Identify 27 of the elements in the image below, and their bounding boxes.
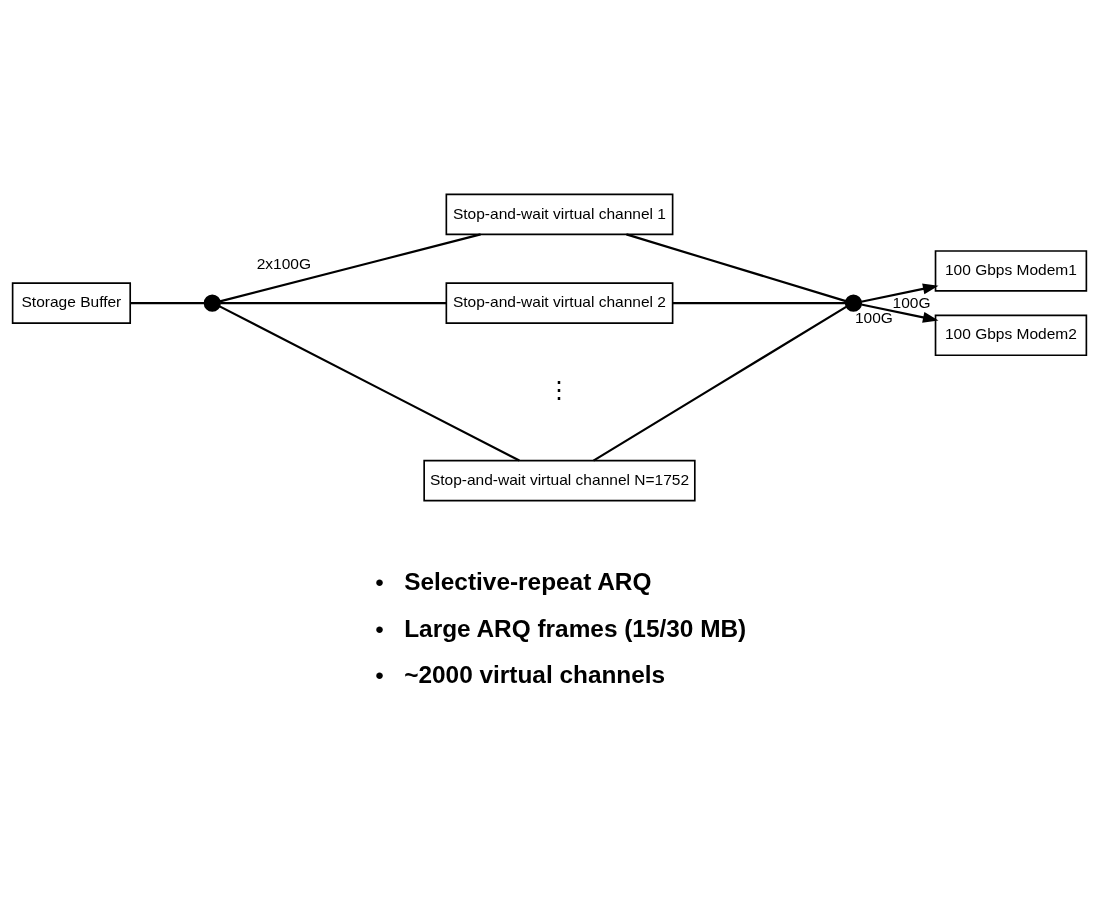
node-circle [844,294,863,312]
node-box: 100 Gbps Modem1 [934,249,1088,292]
connector [592,305,847,462]
arrow [861,283,939,303]
connector [626,232,847,302]
label: • [375,568,384,596]
node-box: Stop-and-wait virtual channel 2 [445,281,674,324]
node-box: Stop-and-wait virtual channel 1 [445,193,674,235]
node-box: Stop-and-wait virtual channel N=1752 [423,459,696,501]
label: • [375,615,384,643]
node-box: Storage Buffer [11,281,132,324]
connector [130,301,205,304]
connector [220,301,447,304]
label: ~2000 virtual channels [404,660,666,688]
edge-label: 100G [854,308,893,326]
label: ⋮ [547,375,572,403]
label: • [375,661,384,689]
arrow [861,302,939,323]
connector [672,301,846,304]
connector [219,304,520,462]
node-circle [203,294,221,312]
connector [219,232,481,303]
edge-label: 100G [892,293,931,311]
label: Large ARQ frames (15/30 MB) [404,614,747,642]
label: Selective-repeat ARQ [404,567,652,595]
edge-label: 2x100G [256,254,312,272]
node-box: 100 Gbps Modem2 [934,314,1088,356]
